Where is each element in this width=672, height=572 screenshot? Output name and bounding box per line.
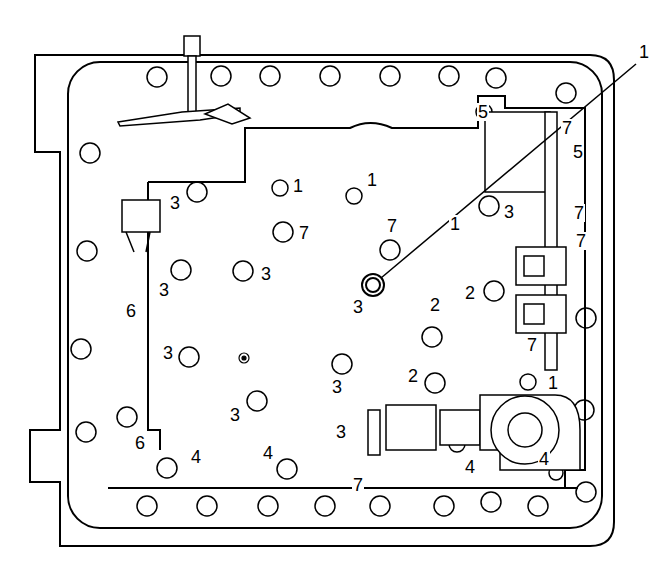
callout-number: 3 xyxy=(335,423,347,441)
callout-number: 7 xyxy=(573,204,585,222)
alignment-mark xyxy=(239,353,249,363)
callout-number: 2 xyxy=(464,284,476,302)
callout-number: 5 xyxy=(572,143,584,161)
gasket-outline xyxy=(68,62,602,528)
callout-number: 5 xyxy=(477,103,489,121)
callout-number: 1 xyxy=(292,177,304,195)
callout-number: 2 xyxy=(429,296,441,314)
callout-number: 7 xyxy=(575,232,587,250)
bolt-holes xyxy=(71,66,596,516)
callout-number: 3 xyxy=(158,281,170,299)
components xyxy=(118,36,580,470)
callout-number: 4 xyxy=(538,450,550,468)
callout-number: 3 xyxy=(260,265,272,283)
callout-number: 3 xyxy=(229,406,241,424)
callout-number: 7 xyxy=(386,217,398,235)
callout-number: 7 xyxy=(352,476,364,494)
callout-number: 7 xyxy=(298,224,310,242)
callout-number: 1 xyxy=(366,171,378,189)
callout-number: 7 xyxy=(561,119,573,137)
callout-number: 6 xyxy=(134,434,146,452)
callout-number: 1 xyxy=(547,374,559,392)
callout-number: 7 xyxy=(526,336,538,354)
case-outline xyxy=(30,55,614,546)
callout-number: 1 xyxy=(449,215,461,233)
callout-number: 3 xyxy=(352,298,364,316)
callout-number: 2 xyxy=(407,367,419,385)
callout-number: 4 xyxy=(262,444,274,462)
callout-number: 6 xyxy=(125,302,137,320)
valve-body-outline xyxy=(108,96,585,488)
callout-number: 3 xyxy=(169,194,181,212)
callout-number: 3 xyxy=(331,378,343,396)
callout-number: 4 xyxy=(464,458,476,476)
bottom-edge xyxy=(108,487,578,489)
leader-line xyxy=(381,64,636,278)
callout-number: 3 xyxy=(162,344,174,362)
callout-number: 4 xyxy=(190,448,202,466)
callout-number: 1 xyxy=(638,43,650,61)
callout-number: 3 xyxy=(503,203,515,221)
